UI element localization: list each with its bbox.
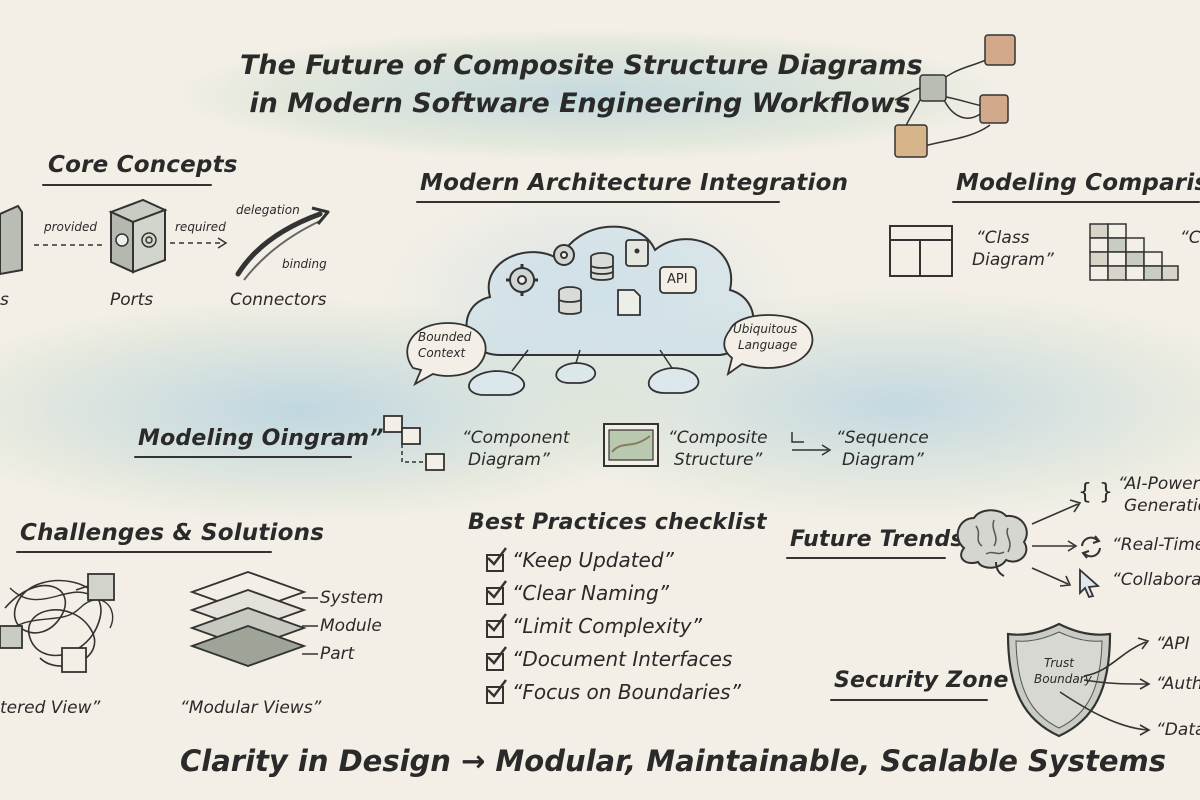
api-label: API bbox=[667, 272, 688, 287]
security-item-data: “Data bbox=[1156, 720, 1200, 740]
check-mark-icon bbox=[487, 547, 507, 566]
shield-line1: Trust bbox=[1044, 656, 1074, 670]
checkbox-icon bbox=[486, 547, 507, 572]
challenges-right-caption: “Modular Views” bbox=[180, 698, 322, 718]
modular-layers-illustration bbox=[189, 571, 307, 667]
challenges-underline bbox=[16, 551, 272, 553]
checkbox-icon bbox=[486, 580, 507, 605]
bubble-bounded-context bbox=[406, 322, 487, 387]
security-heading: Security Zone bbox=[834, 668, 1009, 693]
composite-grid-icon bbox=[1089, 223, 1179, 281]
comparison-class-line1: “Class bbox=[976, 228, 1030, 248]
check-mark-icon bbox=[487, 646, 507, 665]
check-mark-icon bbox=[487, 580, 507, 599]
challenges-left-caption: tered View” bbox=[0, 698, 101, 718]
layer-leader-lines bbox=[302, 597, 318, 655]
architecture-heading: Modern Architecture Integration bbox=[420, 170, 849, 196]
required-dashed-arrow bbox=[170, 237, 228, 249]
title-line-1: The Future of Composite Structure Diagra… bbox=[240, 50, 923, 81]
composite-structure-icon bbox=[603, 423, 659, 467]
modeling-component-line1: “Component bbox=[462, 428, 570, 448]
comparison-class-line2: Diagram” bbox=[972, 250, 1054, 270]
bubble-ubiquitous-line2: Language bbox=[738, 338, 798, 352]
brain-icon bbox=[956, 509, 1028, 577]
architecture-cloud bbox=[465, 225, 755, 396]
edge-binding: binding bbox=[282, 257, 327, 271]
security-arrows bbox=[1059, 637, 1151, 736]
trend-ai-line2: Generatio bbox=[1124, 496, 1200, 516]
core-item-components: s bbox=[0, 290, 9, 310]
class-diagram-icon bbox=[889, 225, 953, 277]
modeling-composite-line1: “Composite bbox=[668, 428, 768, 448]
security-underline bbox=[830, 699, 988, 701]
core-concepts-heading: Core Concepts bbox=[48, 152, 238, 178]
checkbox-icon bbox=[486, 646, 507, 671]
bubble-bounded-line1: Bounded bbox=[418, 330, 472, 344]
port-cube-icon bbox=[108, 198, 168, 274]
layer-system: System bbox=[320, 588, 384, 608]
security-item-api: “API bbox=[1156, 634, 1190, 654]
trend-collaboration: “Collaborat bbox=[1112, 570, 1200, 590]
future-trends-underline bbox=[786, 557, 946, 559]
core-item-ports: Ports bbox=[110, 290, 154, 310]
edge-delegation: delegation bbox=[236, 203, 300, 217]
architecture-underline bbox=[416, 201, 780, 203]
check-mark-icon bbox=[487, 679, 507, 698]
future-trends-heading: Future Trends bbox=[790, 527, 964, 552]
component-cube-icon bbox=[0, 204, 23, 276]
connector-swoosh-icon bbox=[235, 206, 330, 281]
tangled-view-illustration bbox=[0, 573, 115, 673]
trend-ai-line1: “AI-Powere bbox=[1118, 474, 1200, 494]
security-item-auth: “Auth bbox=[1156, 674, 1200, 694]
checklist-item: “Limit Complexity” bbox=[512, 614, 702, 638]
trend-arrows bbox=[1031, 499, 1082, 587]
bubble-ubiquitous-language bbox=[723, 314, 814, 377]
comparison-heading: Modeling Comparison bbox=[956, 170, 1200, 196]
checklist-item: “Document Interfaces bbox=[512, 647, 733, 671]
code-braces-icon: { } bbox=[1078, 480, 1113, 505]
gear-icon bbox=[509, 267, 535, 293]
cube-network-illustration bbox=[894, 34, 1016, 158]
shield-line2: Boundary bbox=[1034, 672, 1092, 686]
check-mark-icon bbox=[487, 613, 507, 632]
layer-module: Module bbox=[320, 616, 382, 636]
core-concepts-underline bbox=[42, 184, 212, 186]
footer-tagline: Clarity in Design → Modular, Maintainabl… bbox=[180, 744, 1167, 778]
modeling-diagram-underline bbox=[134, 456, 352, 458]
sync-icon bbox=[1081, 535, 1101, 559]
edge-required: required bbox=[175, 220, 226, 234]
checkbox-icon bbox=[486, 679, 507, 704]
checkbox-icon bbox=[486, 613, 507, 638]
title-line-2: in Modern Software Engineering Workflows bbox=[249, 88, 911, 119]
comparison-composite-line1: “C bbox=[1180, 228, 1200, 248]
challenges-heading: Challenges & Solutions bbox=[20, 520, 325, 546]
checklist-item: “Clear Naming” bbox=[512, 581, 670, 605]
component-diagram-icon bbox=[383, 415, 445, 471]
modeling-composite-line2: Structure” bbox=[674, 450, 763, 470]
provided-dashed-line bbox=[34, 244, 102, 246]
layer-part: Part bbox=[320, 644, 355, 664]
best-practices-heading: Best Practices checklist bbox=[468, 510, 767, 535]
bubble-bounded-line2: Context bbox=[418, 346, 466, 360]
modeling-sequence-line2: Diagram” bbox=[842, 450, 924, 470]
edge-provided: provided bbox=[44, 220, 97, 234]
comparison-underline bbox=[952, 201, 1200, 203]
modeling-diagram-heading: Modeling Oingram” bbox=[138, 426, 384, 451]
bubble-ubiquitous-line1: Ubiquitous bbox=[733, 322, 798, 336]
checklist-item: “Focus on Boundaries” bbox=[512, 680, 741, 704]
modeling-sequence-line1: “Sequence bbox=[836, 428, 929, 448]
modeling-component-line2: Diagram” bbox=[468, 450, 550, 470]
sequence-diagram-icon bbox=[791, 432, 832, 456]
checklist-item: “Keep Updated” bbox=[512, 548, 674, 572]
core-item-connectors: Connectors bbox=[230, 290, 327, 310]
trend-realtime: “Real-Time bbox=[1112, 535, 1200, 555]
cursor-icon bbox=[1079, 567, 1101, 599]
